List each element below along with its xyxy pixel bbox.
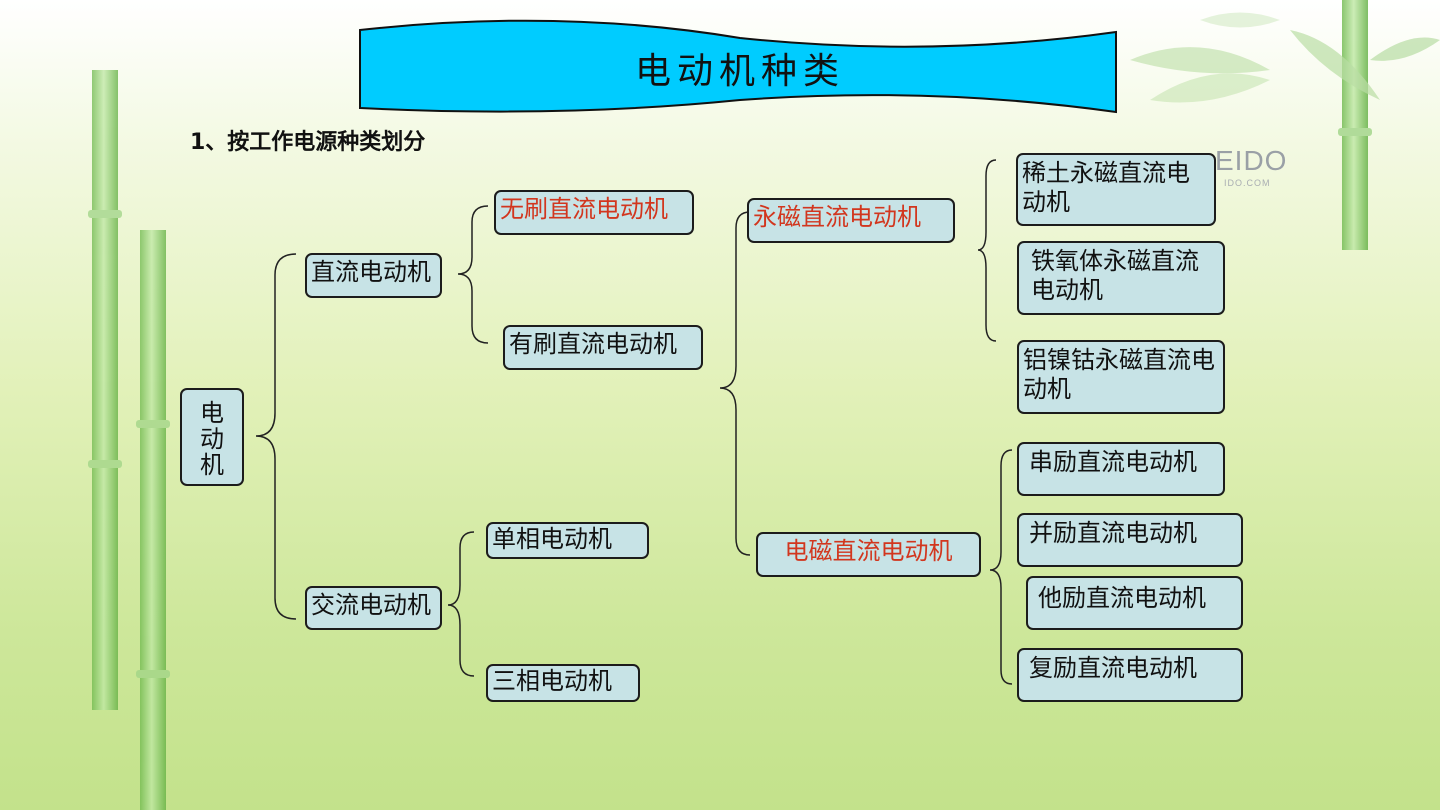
node-alnico-pm: 铝镍钴永磁直流电动机 xyxy=(1017,340,1225,414)
slide-title: 电动机种类 xyxy=(360,42,1120,94)
node-ferrite-pm: 铁氧体永磁直流电动机 xyxy=(1017,241,1225,315)
bamboo-left-icon xyxy=(88,70,170,810)
node-dc-motor: 直流电动机 xyxy=(305,253,442,298)
node-separately-dc: 他励直流电动机 xyxy=(1026,576,1243,630)
node-em-dc: 电磁直流电动机 xyxy=(756,532,981,577)
node-series-dc: 串励直流电动机 xyxy=(1017,442,1225,496)
logo-subtext: IDO.COM xyxy=(1224,178,1271,188)
section-heading: 1、按工作电源种类划分 xyxy=(190,124,425,156)
node-shunt-dc: 并励直流电动机 xyxy=(1017,513,1243,567)
logo-text: EIDO xyxy=(1215,145,1287,177)
node-brushed-dc: 有刷直流电动机 xyxy=(503,325,703,370)
node-pm-dc: 永磁直流电动机 xyxy=(747,198,955,243)
node-motor-root: 电 动 机 xyxy=(180,388,244,486)
node-rare-earth-pm: 稀土永磁直流电动机 xyxy=(1016,153,1216,226)
node-single-phase: 单相电动机 xyxy=(486,522,649,559)
node-three-phase: 三相电动机 xyxy=(486,664,640,702)
node-ac-motor: 交流电动机 xyxy=(305,586,442,630)
node-compound-dc: 复励直流电动机 xyxy=(1017,648,1243,702)
node-brushless-dc: 无刷直流电动机 xyxy=(494,190,694,235)
